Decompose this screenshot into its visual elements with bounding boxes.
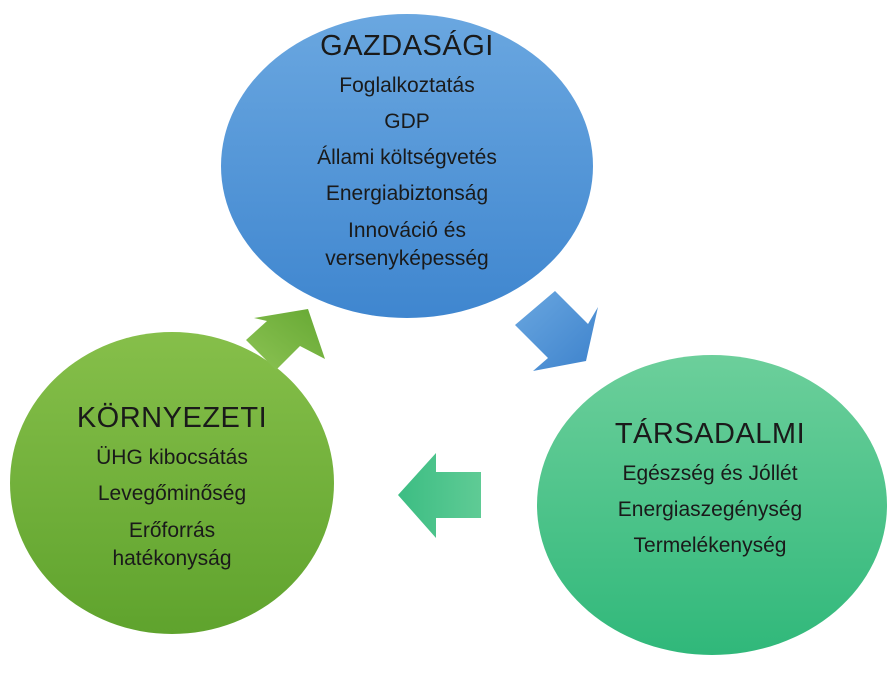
environmental-item-ghg: ÜHG kibocsátás (96, 446, 248, 469)
environmental-item-resource-efficiency: Erőforrás hatékonyság (112, 519, 232, 570)
economic-item-gdp: GDP (384, 110, 430, 133)
economic-circle (221, 14, 593, 318)
economic-label-group: GAZDASÁGI Foglalkoztatás GDP Állami költ… (240, 30, 574, 283)
social-item-productivity: Termelékenység (633, 534, 787, 557)
environmental-title: KÖRNYEZETI (76, 402, 268, 434)
environmental-label-group: KÖRNYEZETI ÜHG kibocsátás Levegőminőség … (22, 402, 322, 583)
environmental-circle (10, 332, 334, 634)
arrow-economic-to-social (515, 291, 598, 371)
economic-item-energy-security: Energiabiztonság (325, 182, 489, 205)
arrow-environmental-to-economic (246, 309, 325, 370)
environmental-item-air-quality: Levegőminőség (97, 482, 247, 505)
economic-item-employment: Foglalkoztatás (339, 74, 475, 97)
social-circle (537, 355, 887, 655)
economic-item-innovation: Innováció és versenyképesség (325, 219, 489, 270)
social-item-health: Egészség és Jóllét (622, 462, 798, 485)
social-label-group: TÁRSADALMI Egészség és Jóllét Energiasze… (545, 418, 875, 569)
arrow-social-to-environmental (398, 453, 481, 538)
social-title: TÁRSADALMI (614, 418, 806, 450)
economic-title: GAZDASÁGI (320, 30, 494, 62)
economic-item-budget: Állami költségvetés (317, 146, 497, 169)
social-item-energy-poverty: Energiaszegénység (617, 498, 803, 521)
